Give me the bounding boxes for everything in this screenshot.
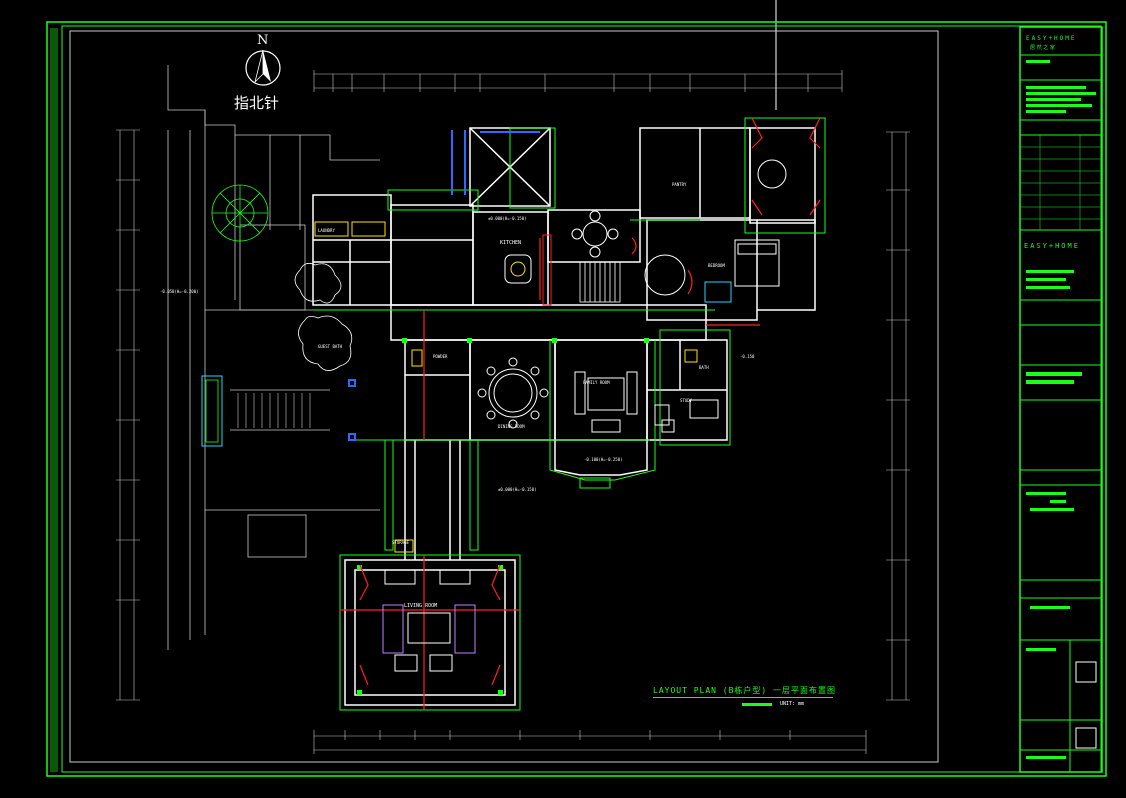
left-dimensions xyxy=(116,129,140,701)
west-planter xyxy=(201,375,223,447)
top-dimensions xyxy=(313,70,843,92)
room-label-bedroom: BEDROOM xyxy=(708,263,725,268)
logo-sub: 居 然 之 家 xyxy=(1030,45,1055,51)
bedroom-bed xyxy=(644,159,787,303)
house-walls xyxy=(312,127,816,706)
room-label-kitchen: KITCHEN xyxy=(500,240,522,246)
room-label-powder: POWDER xyxy=(433,354,448,359)
dining-table xyxy=(477,357,549,429)
main-stair xyxy=(579,261,621,303)
room-label-laundry: LAUNDRY xyxy=(318,228,335,233)
north-letter: N xyxy=(257,33,269,48)
site-lines xyxy=(167,65,380,650)
north-arrow xyxy=(245,49,281,86)
room-label-pantry: PANTRY xyxy=(672,182,687,187)
yellow-fixtures xyxy=(314,221,698,553)
bottom-dimensions xyxy=(313,730,867,754)
room-label-dining: DINING ROOM xyxy=(498,424,525,429)
room-label-family: FAMILY ROOM xyxy=(583,380,610,385)
room-label-study: STUDY xyxy=(680,398,693,403)
tree-symbols xyxy=(211,184,269,242)
windows-blue xyxy=(348,130,540,441)
shrub-outlines xyxy=(294,262,353,371)
logo-top: EASY+HOME xyxy=(1026,35,1077,42)
level-mark: -0.100(H=-0.250) xyxy=(584,457,623,462)
logo-mid: EASY+HOME xyxy=(1024,242,1080,250)
outer-frame xyxy=(46,21,1107,777)
structure-green xyxy=(313,117,826,711)
study-desk xyxy=(654,399,719,433)
drawing-border xyxy=(69,30,939,763)
room-label-bath: BATH xyxy=(699,365,709,370)
room-label-storage: STORAGE xyxy=(392,540,409,545)
inner-frame xyxy=(61,25,1102,773)
level-mark: ±0.000(H=-0.150) xyxy=(488,216,527,221)
unit-label: UNIT: mm xyxy=(780,701,805,707)
unit-bar xyxy=(742,703,772,706)
living-furniture xyxy=(382,569,476,672)
family-sofa xyxy=(574,371,638,433)
room-label-living: LIVING ROOM xyxy=(404,603,438,609)
plan-title-underline xyxy=(653,697,833,698)
title-block xyxy=(1019,26,1103,773)
red-accents xyxy=(340,117,821,710)
west-steps xyxy=(237,393,311,428)
right-dimensions xyxy=(886,131,910,701)
breakfast-table xyxy=(571,210,619,258)
columns xyxy=(357,338,649,695)
kitchen-island xyxy=(504,234,552,306)
level-mark: -0.150 xyxy=(740,354,755,359)
level-mark: -0.050(H=-0.200) xyxy=(160,289,199,294)
level-mark: ±0.000(H=-0.150) xyxy=(498,487,537,492)
binding-strip xyxy=(50,28,58,772)
plan-title: LAYOUT PLAN (B栋户型) 一层平面布置图 xyxy=(653,686,837,695)
room-label-guest-bath: GUEST BATH xyxy=(318,344,343,349)
compass-caption: 指北针 xyxy=(234,94,280,112)
